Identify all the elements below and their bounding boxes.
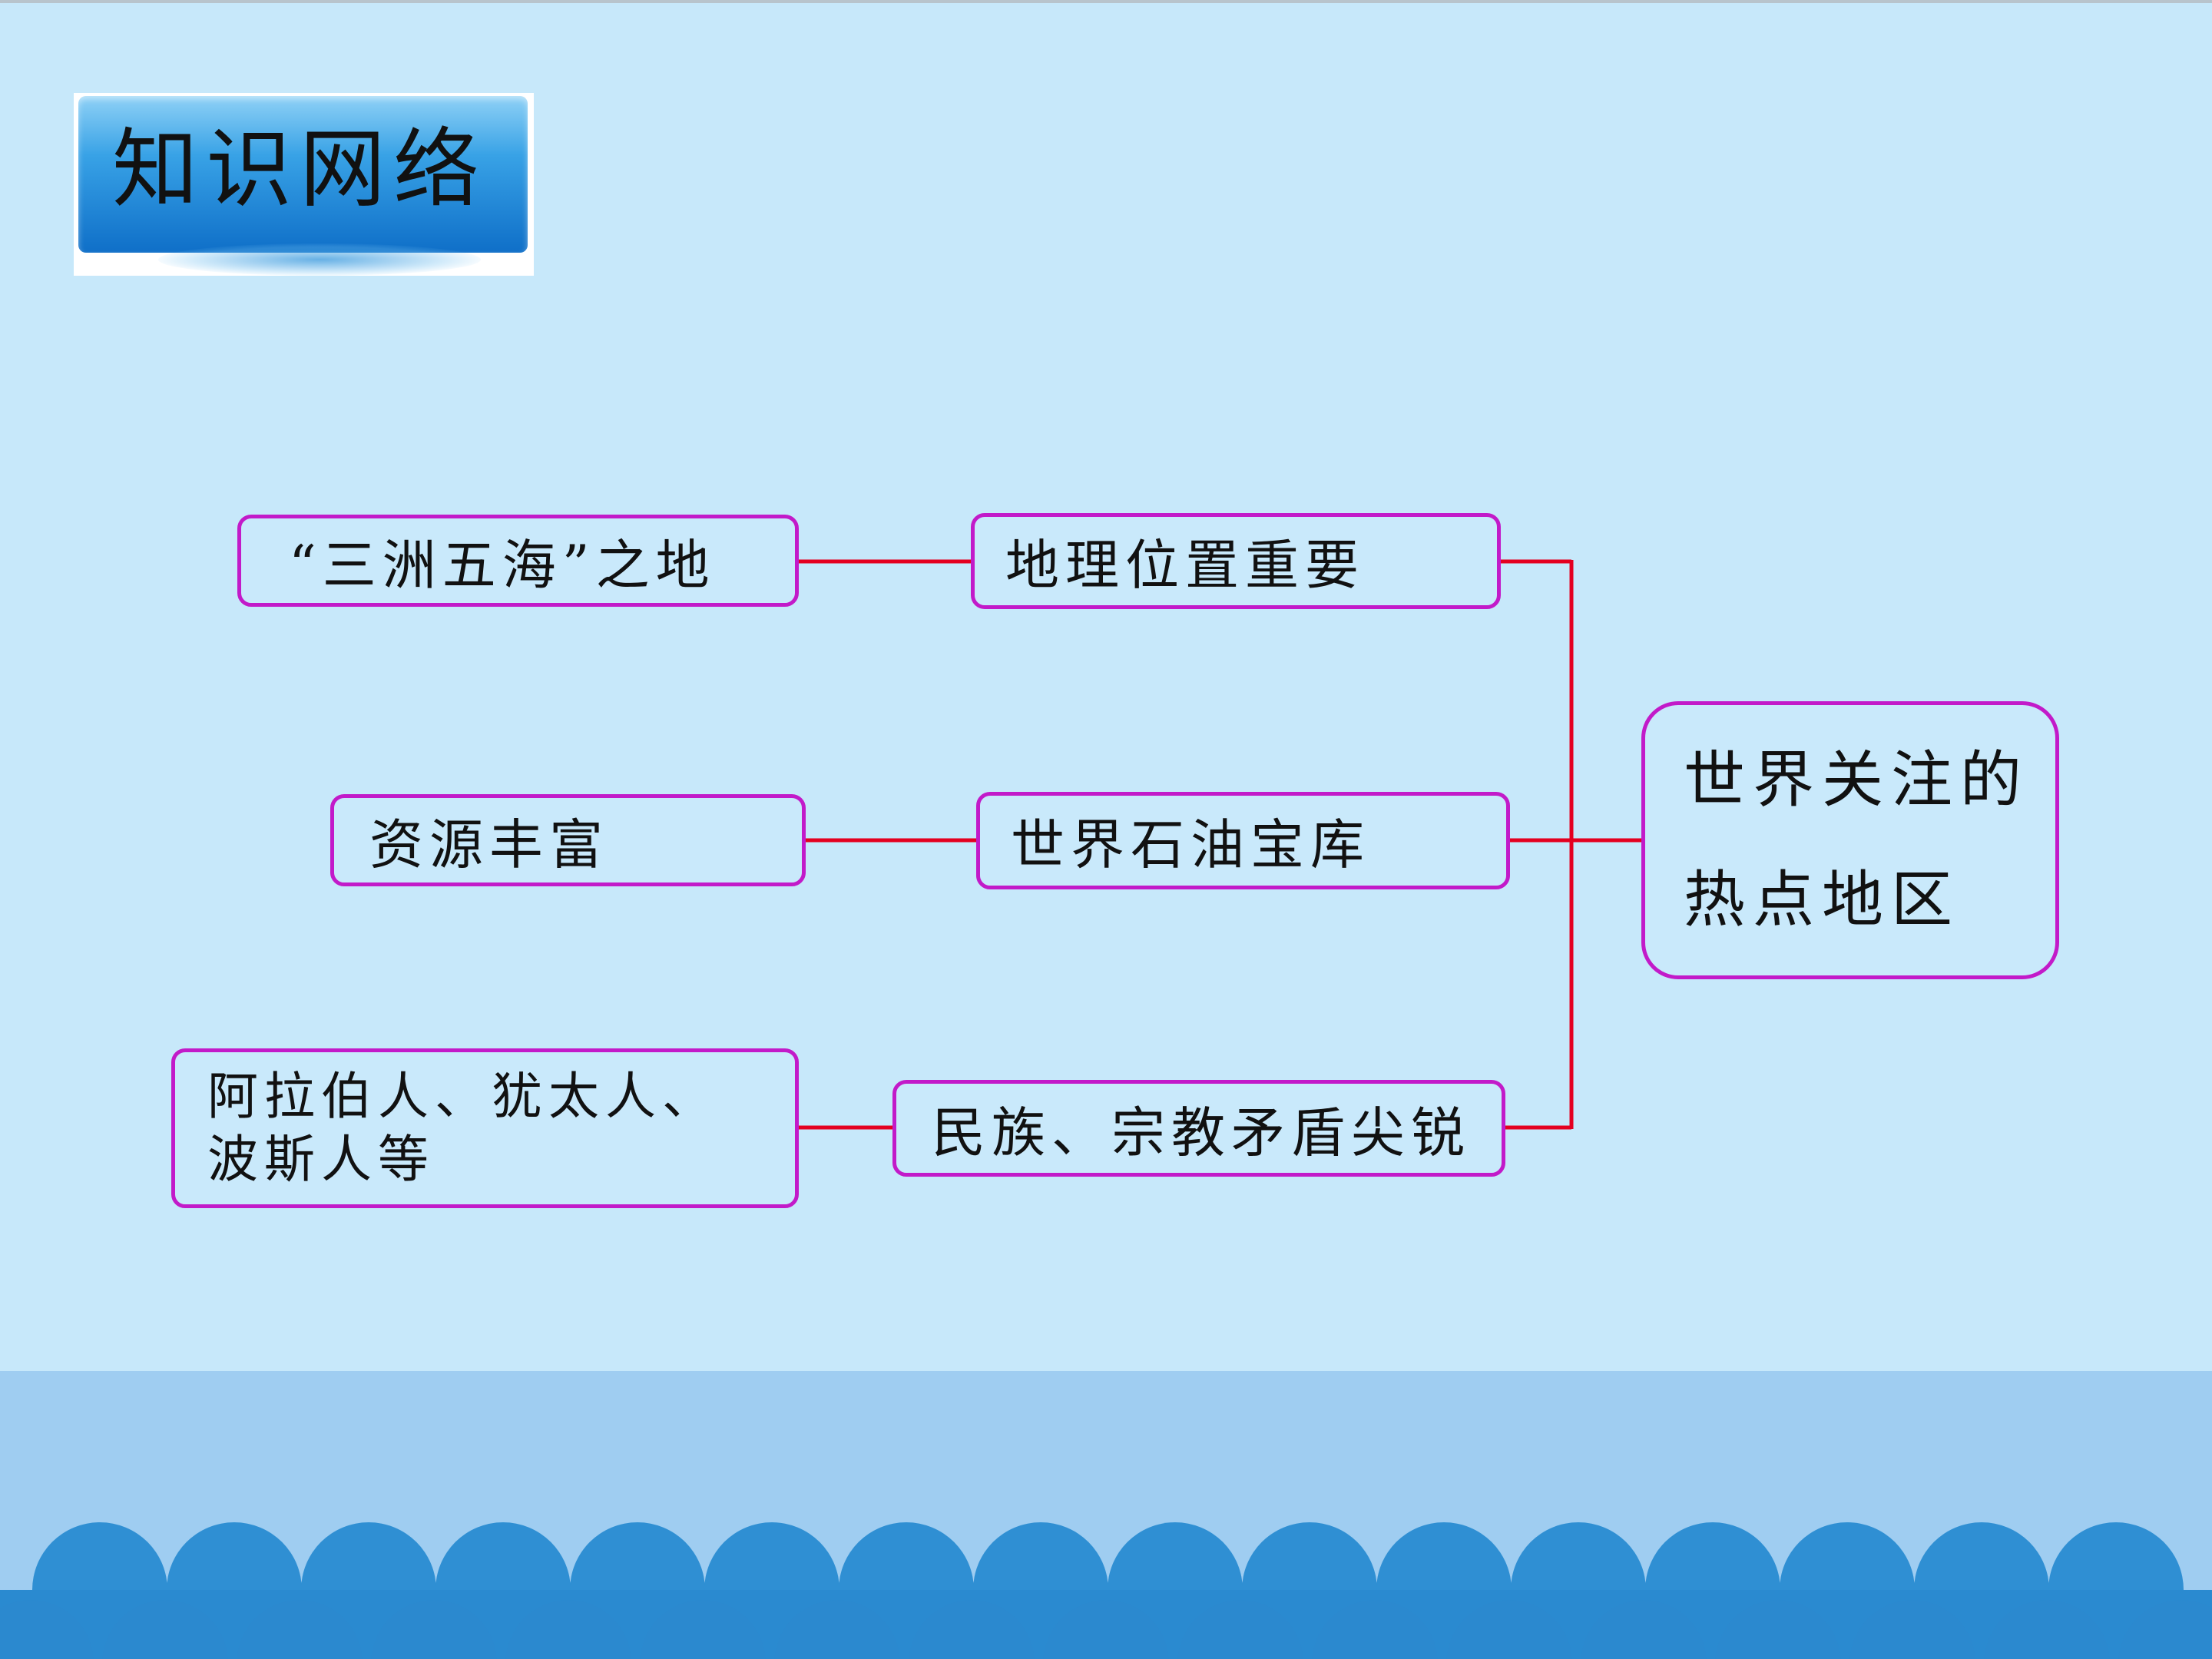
- branch-label-3: 民族、宗教矛盾尖锐: [932, 1101, 1471, 1164]
- root-node: 世界关注的 热点地区: [1641, 701, 2059, 979]
- title-panel: [78, 96, 528, 253]
- branch-node-2: 世界石油宝库: [976, 792, 1510, 889]
- title-glow: [158, 243, 481, 276]
- detail-label-3-line-2: 波斯人等: [207, 1130, 435, 1189]
- wave-row-front: [0, 1600, 2212, 1659]
- title-block: 知识网络: [74, 93, 534, 276]
- top-rule: [0, 0, 2212, 3]
- detail-node-1: “三洲五海”之地: [237, 515, 799, 607]
- branch-node-3: 民族、宗教矛盾尖锐: [892, 1080, 1505, 1177]
- slide-title: 知识网络: [112, 120, 487, 220]
- branch-node-1: 地理位置重要: [971, 513, 1501, 609]
- branch-label-2: 世界石油宝库: [1011, 813, 1370, 876]
- root-label-line-1: 世界关注的: [1684, 744, 2029, 816]
- detail-label-3-line-1: 阿拉伯人、犹太人、: [207, 1066, 719, 1126]
- branch-label-1: 地理位置重要: [1005, 534, 1365, 597]
- wave-decoration: [0, 1522, 2212, 1659]
- detail-label-1: “三洲五海”之地: [289, 533, 716, 597]
- detail-node-3: 阿拉伯人、犹太人、 波斯人等: [171, 1048, 799, 1208]
- root-label-line-2: 热点地区: [1684, 864, 1960, 935]
- detail-label-2: 资源丰富: [369, 813, 609, 876]
- detail-node-2: 资源丰富: [330, 794, 806, 886]
